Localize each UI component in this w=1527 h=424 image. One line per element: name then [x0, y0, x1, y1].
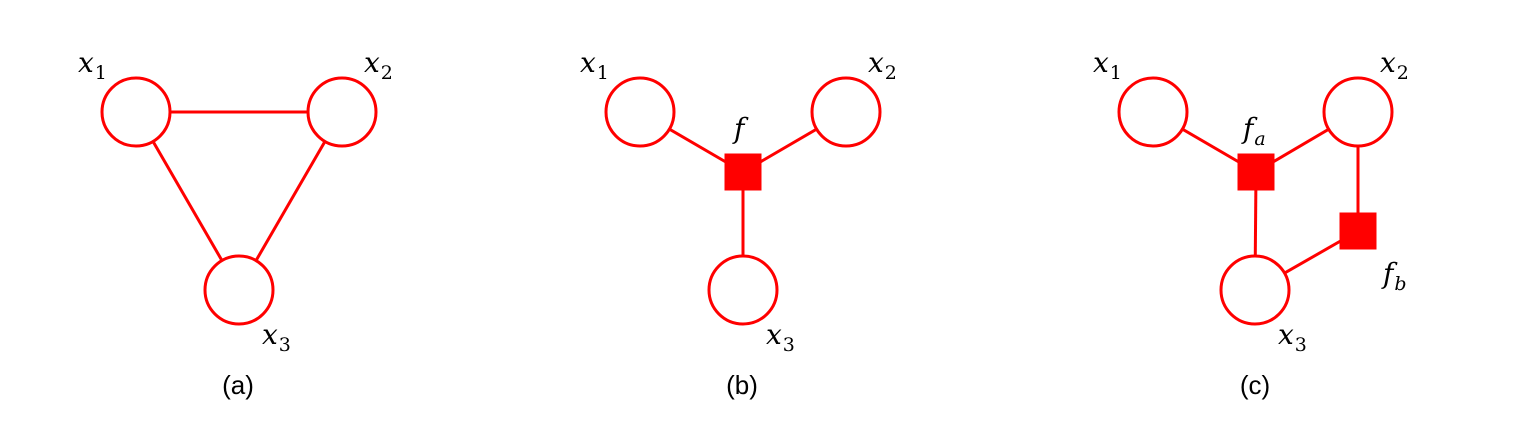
- panel-b-label-x1: x1: [580, 46, 609, 84]
- panel-a-node-x3: [203, 254, 275, 326]
- panel-c-label-x3: x3: [1278, 318, 1307, 356]
- panel-c-caption: (c): [1240, 370, 1270, 400]
- panel-c-label-fb: fb: [1381, 257, 1407, 295]
- nodes-layer: [100, 76, 1394, 326]
- panel-b-node-x1: [604, 76, 676, 148]
- labels-layer: x1 x2 x3 (a) x1 x2 x3 f (b) x1 x2 x3 fa fb (c): [78, 46, 1409, 400]
- panel-c-label-x2: x2: [1380, 46, 1409, 84]
- panel-b-node-x2: [810, 76, 882, 148]
- panel-b-label-f: f: [732, 112, 749, 145]
- panel-b-factor-f: [724, 153, 762, 191]
- panel-b-node-x3: [707, 254, 779, 326]
- panel-a-caption: (a): [222, 370, 254, 400]
- panel-b-label-x3: x3: [766, 318, 795, 356]
- panel-a-node-x1: [100, 76, 172, 148]
- panel-b-label-x2: x2: [868, 46, 897, 84]
- panel-b-caption: (b): [726, 370, 758, 400]
- panel-c-node-x1: [1117, 76, 1189, 148]
- panel-a-label-x1: x1: [78, 46, 107, 84]
- panel-c-label-x1: x1: [1093, 46, 1122, 84]
- panel-c-node-x2: [1322, 76, 1394, 148]
- panel-c-node-x3: [1219, 254, 1291, 326]
- panel-c-factor-fb: [1339, 212, 1377, 250]
- panel-a-label-x2: x2: [364, 46, 393, 84]
- panel-a-node-x2: [306, 76, 378, 148]
- panel-c-factor-fa: [1237, 153, 1275, 191]
- panel-a-label-x3: x3: [262, 318, 291, 356]
- panel-c-label-fa: fa: [1241, 112, 1266, 150]
